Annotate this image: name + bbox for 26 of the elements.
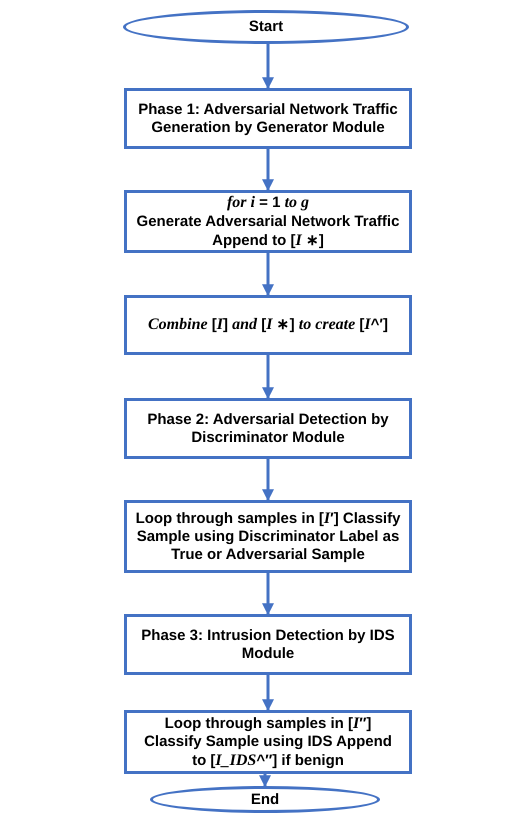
process-box xyxy=(124,398,412,459)
process-box xyxy=(124,710,412,774)
step-text: Phase 2: Adversarial Detection by Discriminator Module xyxy=(146,410,390,446)
arrow xyxy=(262,459,274,502)
step-text: Combine [I] and [I ∗] to create [I^′] xyxy=(148,315,388,335)
process-box xyxy=(124,614,412,675)
step-text: Loop through samples in [I″] Classify Sample using IDS Append to [I_IDS^″] if benign xyxy=(143,714,393,770)
step-text: Append to [I ∗] xyxy=(212,230,324,250)
step-text: Phase 1: Adversarial Network Traffic Generation by Generator Module xyxy=(137,100,399,136)
step-text: Generate Adversarial Network Traffic xyxy=(136,212,400,230)
step-text: Start xyxy=(248,18,284,36)
arrow xyxy=(262,573,274,616)
process-box xyxy=(124,295,412,355)
arrow xyxy=(262,675,274,712)
step-text: End xyxy=(250,790,280,808)
process-box xyxy=(124,190,412,253)
process-box xyxy=(124,88,412,149)
process-box xyxy=(124,500,412,573)
arrow xyxy=(262,149,274,192)
step-text: Phase 3: Intrusion Detection by IDS Module xyxy=(140,626,396,662)
arrow xyxy=(259,774,271,788)
arrow xyxy=(262,253,274,296)
arrow xyxy=(262,355,274,400)
step-text: for i = 1 to g xyxy=(226,193,310,212)
arrow xyxy=(262,44,274,90)
step-text: Loop through samples in [I′] Classify Sample using Discriminator Label as True or Adversarial Sample xyxy=(135,508,401,564)
